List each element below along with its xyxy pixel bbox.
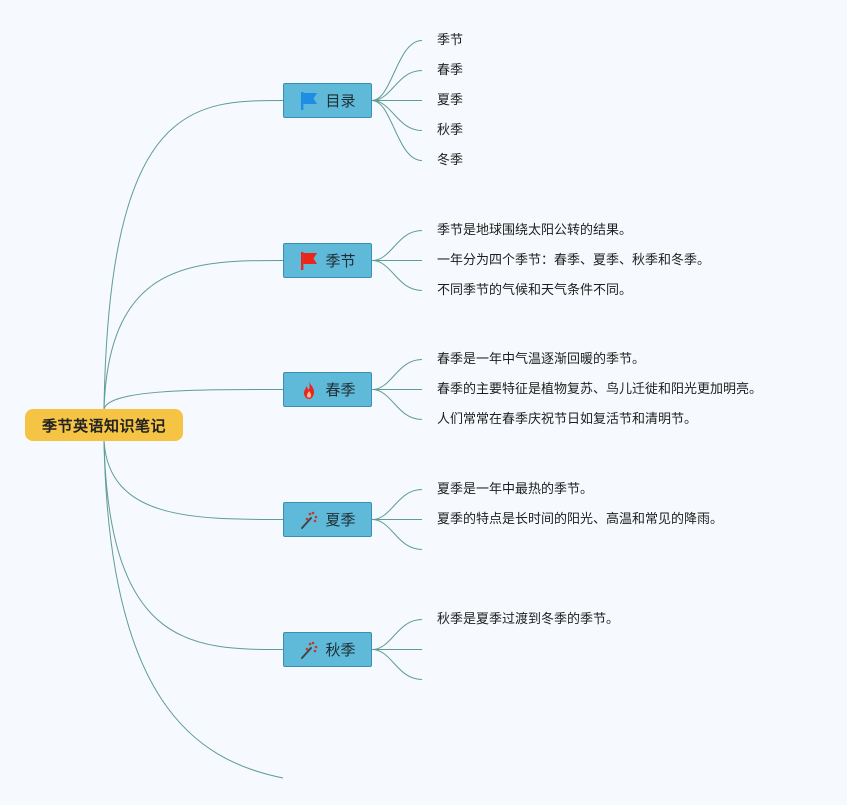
branch-label: 目录 [325, 92, 356, 110]
leaf-text: 春季 [437, 62, 464, 78]
branch-label: 季节 [325, 252, 356, 270]
branch-label: 春季 [325, 381, 356, 399]
leaf-text: 不同季节的气候和天气条件不同。 [437, 282, 633, 298]
root-connector [103, 260, 284, 410]
leaf-connector [371, 359, 423, 390]
blue-flag-icon [299, 91, 319, 111]
branch-node[interactable]: 夏季 [283, 502, 372, 537]
leaf-connector [371, 100, 423, 161]
leaf-connector [371, 40, 423, 101]
leaf-text: 秋季是夏季过渡到冬季的季节。 [437, 611, 620, 627]
branch-label: 秋季 [325, 641, 356, 659]
leaf-text: 冬季 [437, 152, 464, 168]
leaf-text: 夏季的特点是长时间的阳光、高温和常见的降雨。 [437, 511, 724, 527]
leaf-connector [371, 519, 423, 550]
root-connector [103, 440, 284, 650]
leaf-text: 春季是一年中气温逐渐回暖的季节。 [437, 351, 646, 367]
branch-node[interactable]: 季节 [283, 243, 372, 278]
leaf-text: 一年分为四个季节：春季、夏季、秋季和冬季。 [437, 252, 711, 268]
root-label: 季节英语知识笔记 [41, 416, 166, 435]
root-node[interactable]: 季节英语知识笔记 [25, 409, 183, 441]
root-connector [103, 100, 284, 410]
leaf-connector [371, 70, 423, 101]
leaf-connector [371, 389, 423, 420]
leaf-text: 夏季是一年中最热的季节。 [437, 481, 594, 497]
root-connector [103, 389, 284, 410]
leaf-connector [371, 619, 423, 650]
leaf-connector [371, 489, 423, 520]
fire-icon [299, 380, 319, 400]
leaf-text: 夏季 [437, 92, 464, 108]
leaf-connector [371, 230, 423, 261]
magic-wand-icon [299, 640, 319, 660]
branch-node[interactable]: 目录 [283, 83, 372, 118]
leaf-text: 人们常常在春季庆祝节日如复活节和清明节。 [437, 411, 698, 427]
leaf-text: 秋季 [437, 122, 464, 138]
branch-node[interactable]: 秋季 [283, 632, 372, 667]
red-flag-icon [299, 251, 319, 271]
leaf-connector [371, 100, 423, 131]
branch-node[interactable]: 春季 [283, 372, 372, 407]
leaf-connector [371, 260, 423, 291]
branch-label: 夏季 [325, 511, 356, 529]
root-connector [103, 440, 284, 779]
leaf-text: 季节 [437, 32, 464, 48]
leaf-text: 春季的主要特征是植物复苏、鸟儿迁徙和阳光更加明亮。 [437, 381, 763, 397]
leaf-connector [371, 649, 423, 680]
leaf-text: 季节是地球围绕太阳公转的结果。 [437, 222, 633, 238]
root-connector [103, 440, 284, 520]
magic-wand-icon [299, 510, 319, 530]
